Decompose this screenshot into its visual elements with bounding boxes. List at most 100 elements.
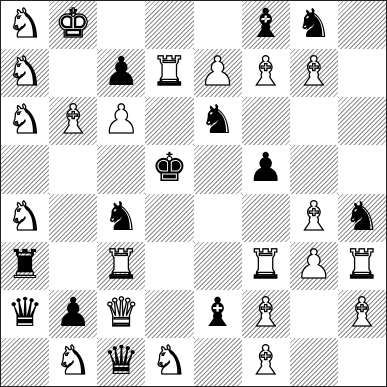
square-g2[interactable] [290,290,338,338]
square-c4[interactable]: ♞ [97,194,145,242]
square-a7[interactable]: ♞ [1,49,49,97]
square-h2[interactable]: ♝ [338,290,386,338]
black-knight-icon[interactable]: ♞ [344,197,380,237]
white-bishop-icon[interactable]: ♝ [55,100,91,140]
square-g1[interactable] [290,338,338,386]
white-knight-icon[interactable]: ♞ [7,197,43,237]
square-h7[interactable] [338,49,386,97]
black-bishop-icon[interactable]: ♝ [248,4,284,44]
white-bishop-icon[interactable]: ♝ [344,293,380,333]
white-knight-icon[interactable]: ♞ [55,341,91,381]
square-e6[interactable]: ♞ [194,97,242,145]
square-f4[interactable] [242,194,290,242]
square-b1[interactable]: ♞ [49,338,97,386]
square-d7[interactable]: ♜ [145,49,193,97]
square-b2[interactable]: ♟ [49,290,97,338]
square-a2[interactable]: ♛ [1,290,49,338]
square-a3[interactable]: ♜ [1,242,49,290]
square-e8[interactable] [194,1,242,49]
square-c6[interactable]: ♟ [97,97,145,145]
square-c8[interactable] [97,1,145,49]
square-c2[interactable]: ♛ [97,290,145,338]
white-bishop-icon[interactable]: ♝ [296,197,332,237]
black-pawn-icon[interactable]: ♟ [55,293,91,333]
square-b3[interactable] [49,242,97,290]
square-c1[interactable]: ♛ [97,338,145,386]
square-d2[interactable] [145,290,193,338]
white-bishop-icon[interactable]: ♝ [296,52,332,92]
square-h4[interactable]: ♞ [338,194,386,242]
black-knight-icon[interactable]: ♞ [103,197,139,237]
square-a8[interactable]: ♞ [1,1,49,49]
black-king-icon[interactable]: ♚ [152,148,188,188]
square-h3[interactable]: ♜ [338,242,386,290]
square-d6[interactable] [145,97,193,145]
square-h6[interactable] [338,97,386,145]
square-b6[interactable]: ♝ [49,97,97,145]
white-bishop-icon[interactable]: ♝ [248,52,284,92]
white-pawn-icon[interactable]: ♟ [200,52,236,92]
white-rook-icon[interactable]: ♜ [344,245,380,285]
white-pawn-icon[interactable]: ♟ [103,100,139,140]
square-g6[interactable] [290,97,338,145]
square-d1[interactable]: ♞ [145,338,193,386]
square-e5[interactable] [194,145,242,193]
square-e1[interactable] [194,338,242,386]
white-rook-icon[interactable]: ♜ [103,245,139,285]
square-e4[interactable] [194,194,242,242]
white-knight-icon[interactable]: ♞ [7,52,43,92]
white-rook-icon[interactable]: ♜ [248,245,284,285]
square-a1[interactable] [1,338,49,386]
square-c3[interactable]: ♜ [97,242,145,290]
square-d5[interactable]: ♚ [145,145,193,193]
square-d3[interactable] [145,242,193,290]
white-knight-icon[interactable]: ♞ [7,100,43,140]
square-g5[interactable] [290,145,338,193]
white-rook-icon[interactable]: ♜ [152,52,188,92]
white-king-icon[interactable]: ♚ [55,4,91,44]
square-f6[interactable] [242,97,290,145]
square-h1[interactable] [338,338,386,386]
square-f2[interactable]: ♝ [242,290,290,338]
white-knight-icon[interactable]: ♞ [152,341,188,381]
black-queen-icon[interactable]: ♛ [103,341,139,381]
square-f3[interactable]: ♜ [242,242,290,290]
square-f7[interactable]: ♝ [242,49,290,97]
square-h8[interactable] [338,1,386,49]
black-knight-icon[interactable]: ♞ [200,100,236,140]
white-pawn-icon[interactable]: ♟ [296,245,332,285]
black-pawn-icon[interactable]: ♟ [248,148,284,188]
square-e3[interactable] [194,242,242,290]
white-queen-icon[interactable]: ♛ [103,293,139,333]
square-a6[interactable]: ♞ [1,97,49,145]
white-bishop-icon[interactable]: ♝ [248,341,284,381]
square-f5[interactable]: ♟ [242,145,290,193]
square-d4[interactable] [145,194,193,242]
square-e2[interactable]: ♝ [194,290,242,338]
square-f8[interactable]: ♝ [242,1,290,49]
square-f1[interactable]: ♝ [242,338,290,386]
square-a4[interactable]: ♞ [1,194,49,242]
square-b4[interactable] [49,194,97,242]
square-b5[interactable] [49,145,97,193]
square-b8[interactable]: ♚ [49,1,97,49]
black-knight-icon[interactable]: ♞ [296,4,332,44]
square-g3[interactable]: ♟ [290,242,338,290]
white-bishop-icon[interactable]: ♝ [248,293,284,333]
white-knight-icon[interactable]: ♞ [7,4,43,44]
square-g7[interactable]: ♝ [290,49,338,97]
black-bishop-icon[interactable]: ♝ [200,293,236,333]
square-a5[interactable] [1,145,49,193]
black-rook-icon[interactable]: ♜ [7,245,43,285]
square-b7[interactable] [49,49,97,97]
square-g4[interactable]: ♝ [290,194,338,242]
square-e7[interactable]: ♟ [194,49,242,97]
square-g8[interactable]: ♞ [290,1,338,49]
square-c5[interactable] [97,145,145,193]
black-pawn-icon[interactable]: ♟ [103,52,139,92]
black-queen-icon[interactable]: ♛ [7,293,43,333]
square-d8[interactable] [145,1,193,49]
square-h5[interactable] [338,145,386,193]
square-c7[interactable]: ♟ [97,49,145,97]
